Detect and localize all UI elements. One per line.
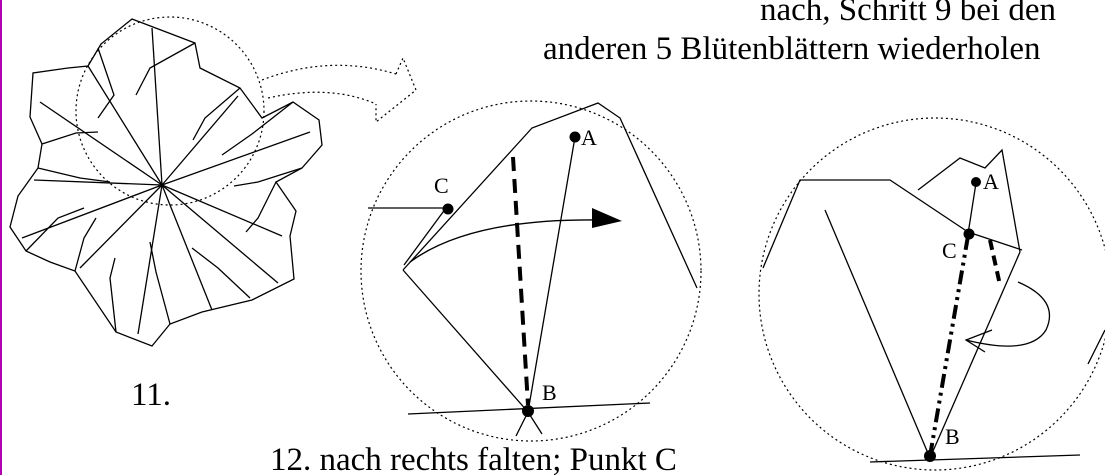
step13-point-a-label: A	[983, 169, 999, 194]
step13-point-c-marker	[963, 228, 975, 240]
header-line-1: nach, Schritt 9 bei den	[760, 0, 1056, 28]
zoom-arrow	[261, 56, 417, 124]
zoom-circle-small	[75, 16, 265, 206]
flower-diagram	[9, 18, 323, 347]
header-line-2: anderen 5 Blütenblättern wiederholen	[543, 31, 1041, 67]
point-c-marker	[442, 203, 454, 215]
point-a-label: A	[581, 125, 597, 150]
point-b-label: B	[542, 380, 557, 405]
step-12-label: 12. nach rechts falten; Punkt C	[270, 442, 677, 475]
step13-paper	[762, 148, 1105, 463]
step12-paper	[368, 102, 698, 437]
point-b-marker	[522, 405, 534, 417]
step13-point-b-label: B	[945, 424, 960, 449]
step13-point-a-marker	[971, 177, 981, 187]
point-c-label: C	[434, 173, 449, 198]
zoom-circle-step12	[360, 100, 702, 442]
step13-point-c-label: C	[942, 238, 957, 263]
mountain-fold-line	[928, 235, 970, 457]
fold-direction-arrow	[409, 219, 601, 263]
valley-fold-line	[511, 156, 530, 406]
arrow-head	[592, 208, 622, 228]
step-11-label: 11.	[131, 377, 171, 413]
step13-point-b-marker	[924, 450, 936, 462]
point-a-marker	[569, 131, 581, 143]
zoom-circle-step13	[758, 117, 1105, 471]
short-fold-line	[988, 239, 1002, 286]
